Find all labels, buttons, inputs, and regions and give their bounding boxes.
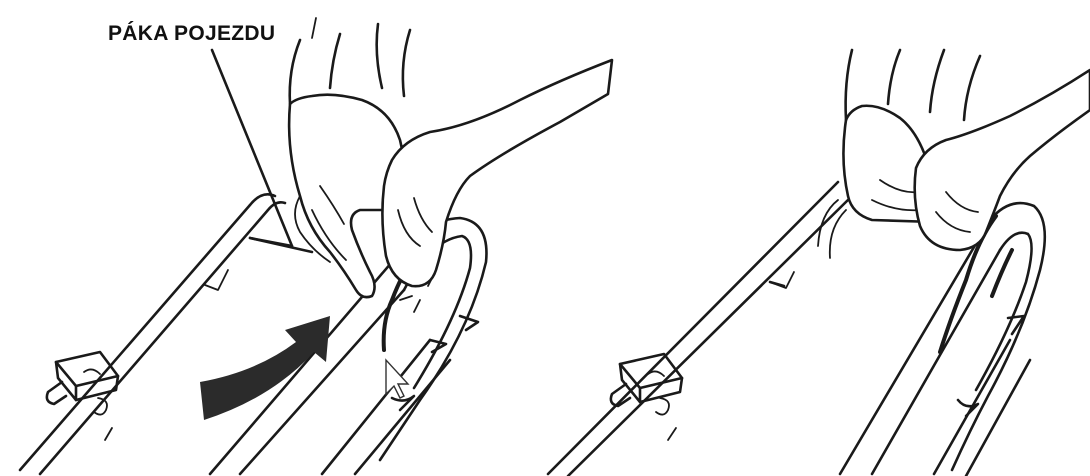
handle-frame-left-2 xyxy=(548,182,852,476)
panel-after xyxy=(548,50,1090,476)
panel-before: PÁKA POJEZDU xyxy=(20,18,612,474)
right-hand xyxy=(377,24,612,286)
handle-clips xyxy=(392,316,478,410)
traction-lever-label: PÁKA POJEZDU xyxy=(108,22,275,45)
right-hand-2 xyxy=(915,50,1090,250)
handle-clips-2 xyxy=(770,282,1024,416)
curved-arrow-up-right-icon xyxy=(200,316,330,420)
